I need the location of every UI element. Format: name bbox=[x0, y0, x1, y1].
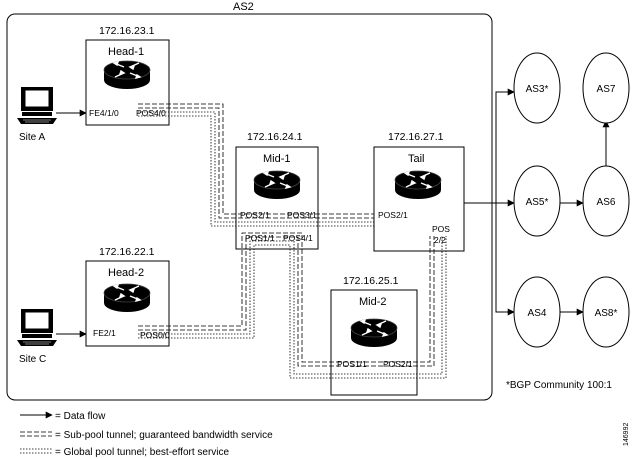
tail-if-pos2-1: POS2/1 bbox=[378, 210, 408, 220]
tail-router-icon bbox=[394, 170, 442, 200]
mid-2-if-pos2-1: POS2/1 bbox=[383, 359, 413, 369]
tail-if-pos2-2-line2: 2/2 bbox=[434, 235, 446, 245]
head-1-name: Head-1 bbox=[108, 46, 144, 58]
site-c-computer-icon bbox=[16, 308, 58, 347]
head-1-box bbox=[85, 39, 170, 126]
figure-id: 146992 bbox=[623, 423, 630, 446]
mid-1-if-pos2-1: POS2/1 bbox=[240, 210, 270, 220]
as5-label: AS5* bbox=[526, 197, 549, 208]
as8-label: AS8* bbox=[595, 308, 618, 319]
global-pool-tunnel-head2-tail bbox=[138, 236, 447, 379]
site-a-label: Site A bbox=[19, 132, 45, 143]
head-1-if-fe: FE4/1/0 bbox=[89, 108, 119, 118]
bgp-community-note: *BGP Community 100:1 bbox=[506, 380, 612, 391]
head-1-ip: 172.16.23.1 bbox=[99, 25, 155, 37]
mid-1-if-pos3-1: POS3/1 bbox=[287, 210, 317, 220]
tail-if-pos2-2-line1: POS bbox=[432, 224, 450, 234]
as4-label: AS4 bbox=[528, 308, 547, 319]
head-2-name: Head-2 bbox=[108, 267, 144, 279]
as8-node bbox=[582, 276, 630, 348]
tail-name: Tail bbox=[408, 153, 425, 165]
mid-2-ip: 172.16.25.1 bbox=[343, 275, 399, 287]
as6-node bbox=[582, 165, 630, 237]
head-2-ip: 172.16.22.1 bbox=[99, 246, 155, 258]
tail-ip: 172.16.27.1 bbox=[388, 131, 444, 143]
head-1-if-pos: POS4/0 bbox=[136, 108, 166, 118]
mid-1-router-icon bbox=[253, 170, 301, 200]
sub-pool-tunnel-head1-tail bbox=[138, 103, 374, 219]
legend-sub-pool-label: = Sub-pool tunnel; guaranteed bandwidth … bbox=[55, 430, 273, 441]
mid-2-name: Mid-2 bbox=[359, 296, 387, 308]
as2-label: AS2 bbox=[233, 1, 254, 13]
as7-label: AS7 bbox=[597, 84, 616, 95]
as3-node bbox=[513, 52, 561, 124]
as7-node bbox=[582, 52, 630, 124]
site-c-label: Site C bbox=[19, 354, 46, 365]
as3-label: AS3* bbox=[526, 84, 549, 95]
as6-label: AS6 bbox=[597, 197, 616, 208]
mid-1-name: Mid-1 bbox=[263, 153, 291, 165]
mid-1-if-pos4-1: POS4/1 bbox=[283, 233, 313, 243]
global-pool-tunnel-head1-tail bbox=[138, 111, 374, 227]
sub-pool-tunnel-head2-tail bbox=[138, 232, 435, 367]
mid-2-router-icon bbox=[350, 318, 398, 348]
tail-box bbox=[373, 146, 465, 252]
mid-1-if-pos1-1: POS1/1 bbox=[245, 233, 275, 243]
legend-global-pool-label: = Global pool tunnel; best-effort servic… bbox=[55, 447, 230, 458]
head-2-if-fe: FE2/1 bbox=[93, 328, 116, 338]
mid-2-if-pos1-1: POS1/1 bbox=[337, 359, 367, 369]
external-data-flow bbox=[464, 88, 610, 316]
mid-1-ip: 172.16.24.1 bbox=[247, 131, 303, 143]
head-1-router-icon bbox=[103, 60, 151, 90]
as5-node bbox=[513, 165, 561, 237]
legend: = Data flow = Sub-pool tunnel; guarantee… bbox=[20, 411, 273, 458]
legend-data-flow-label: = Data flow bbox=[55, 411, 106, 422]
as2-boundary bbox=[6, 13, 493, 401]
head-2-router-icon bbox=[103, 283, 151, 313]
site-a-computer-icon bbox=[16, 86, 58, 125]
as4-node bbox=[513, 276, 561, 348]
head-2-if-pos: POS0/0 bbox=[140, 330, 170, 340]
as-nodes bbox=[513, 52, 630, 348]
